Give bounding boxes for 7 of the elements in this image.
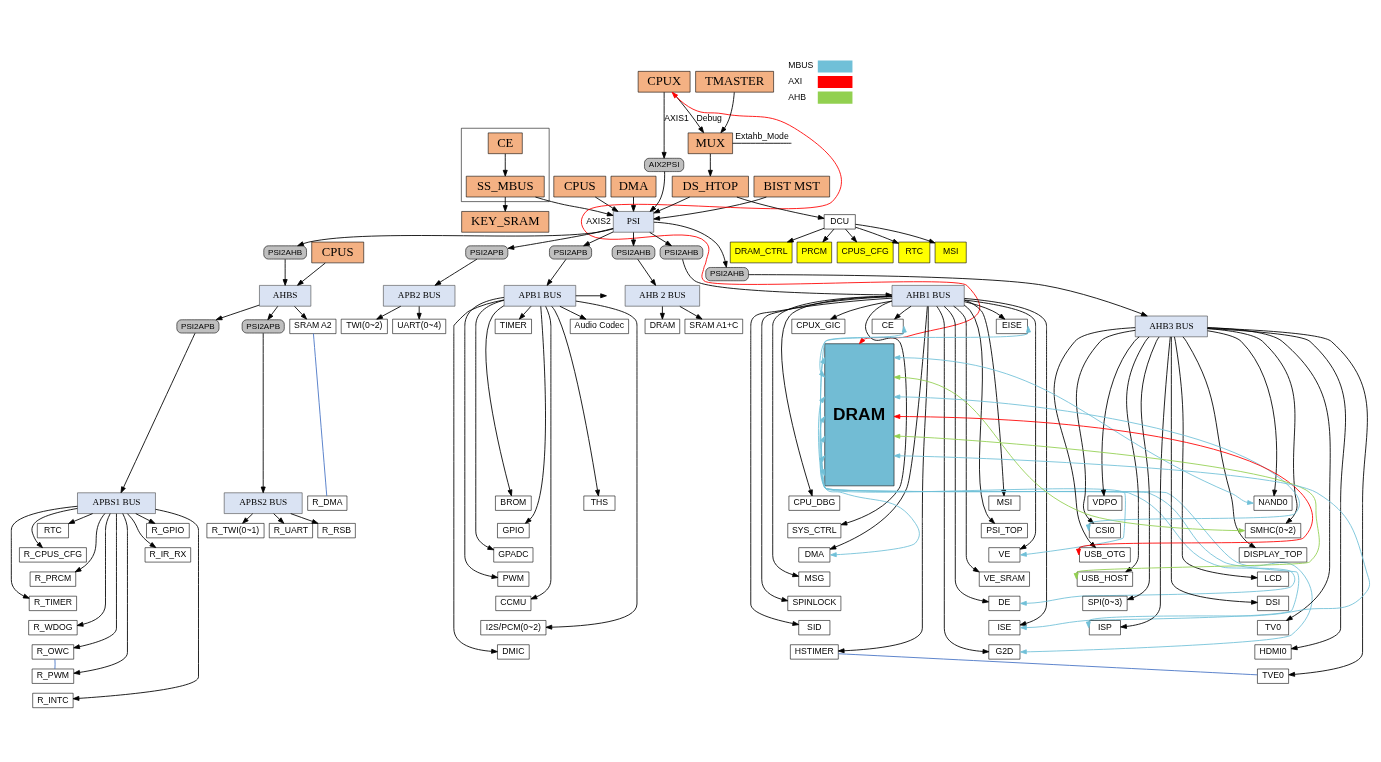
edge-label: AXIS1 bbox=[664, 112, 689, 123]
legend-label: AXI bbox=[788, 76, 803, 87]
edge-label: Debug bbox=[696, 112, 722, 123]
legend-label: AHB bbox=[788, 91, 807, 102]
edge-label: Extahb_Mode bbox=[735, 130, 789, 141]
legend-label: MBUS bbox=[788, 60, 814, 71]
edge-label: AXIS2 bbox=[586, 215, 611, 226]
